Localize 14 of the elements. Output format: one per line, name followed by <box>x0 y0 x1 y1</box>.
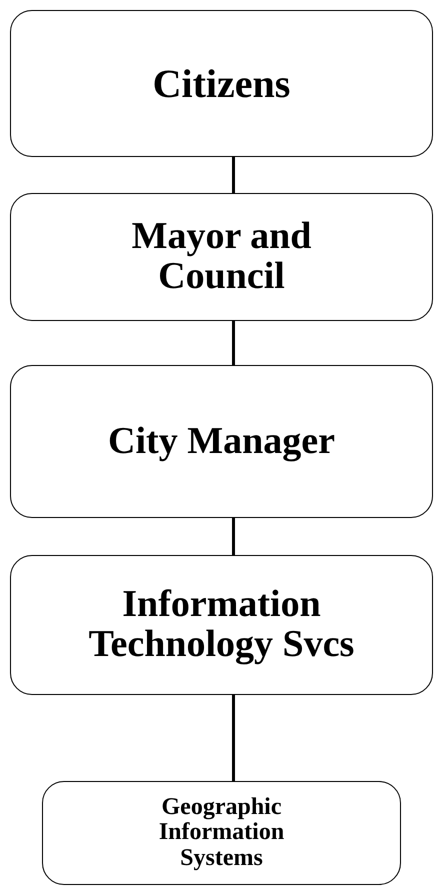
org-box <box>10 193 433 321</box>
connector-line <box>232 321 235 365</box>
org-box <box>10 555 433 695</box>
box-label: Geographic Information Systems <box>158 795 286 871</box>
box-label: City Manager <box>108 422 335 462</box>
org-box <box>42 781 401 885</box>
org-box <box>10 10 433 157</box>
connector-line <box>232 518 235 555</box>
box-label: Mayor and Council <box>130 217 312 297</box>
org-box <box>10 365 433 518</box>
box-label: Citizens <box>152 62 290 104</box>
connector-line <box>232 695 235 781</box>
connector-line <box>232 157 235 193</box>
box-label: Information Technology Svcs <box>88 585 356 665</box>
